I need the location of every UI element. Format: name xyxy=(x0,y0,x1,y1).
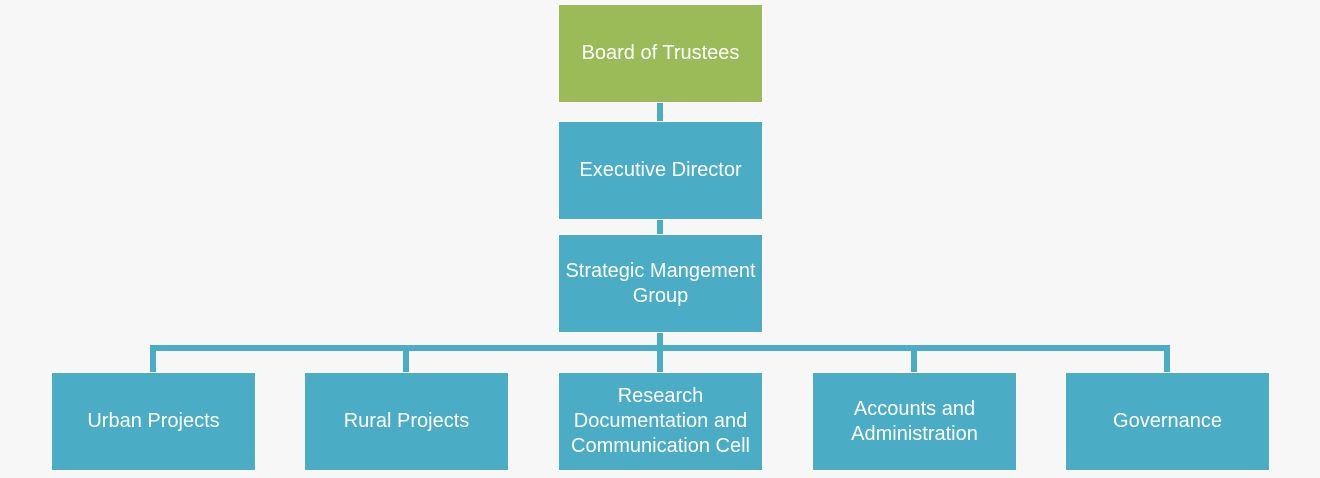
urban-projects-label: Urban Projects xyxy=(87,410,220,432)
board-of-trustees-box: Board of Trustees xyxy=(558,4,763,103)
rural-projects-box: Rural Projects xyxy=(304,372,509,471)
research-documentation-box: Research Documentation and Communication… xyxy=(558,372,763,471)
rural-projects-label: Rural Projects xyxy=(343,410,470,432)
board-of-trustees-label: Board of Trustees xyxy=(581,42,740,64)
accounts-administration-label: Accounts and Administration xyxy=(851,397,978,445)
executive-director-box: Executive Director xyxy=(558,121,763,220)
strategic-management-group-label: Strategic Mangement Group xyxy=(565,259,756,307)
executive-director-label: Executive Director xyxy=(579,159,742,181)
urban-projects-box: Urban Projects xyxy=(51,372,256,471)
research-documentation-label: Research Documentation and Communication… xyxy=(571,385,750,457)
governance-box: Governance xyxy=(1065,372,1270,471)
strategic-management-group-box: Strategic Mangement Group xyxy=(558,234,763,333)
accounts-administration-box: Accounts and Administration xyxy=(812,372,1017,471)
governance-label: Governance xyxy=(1113,410,1222,432)
